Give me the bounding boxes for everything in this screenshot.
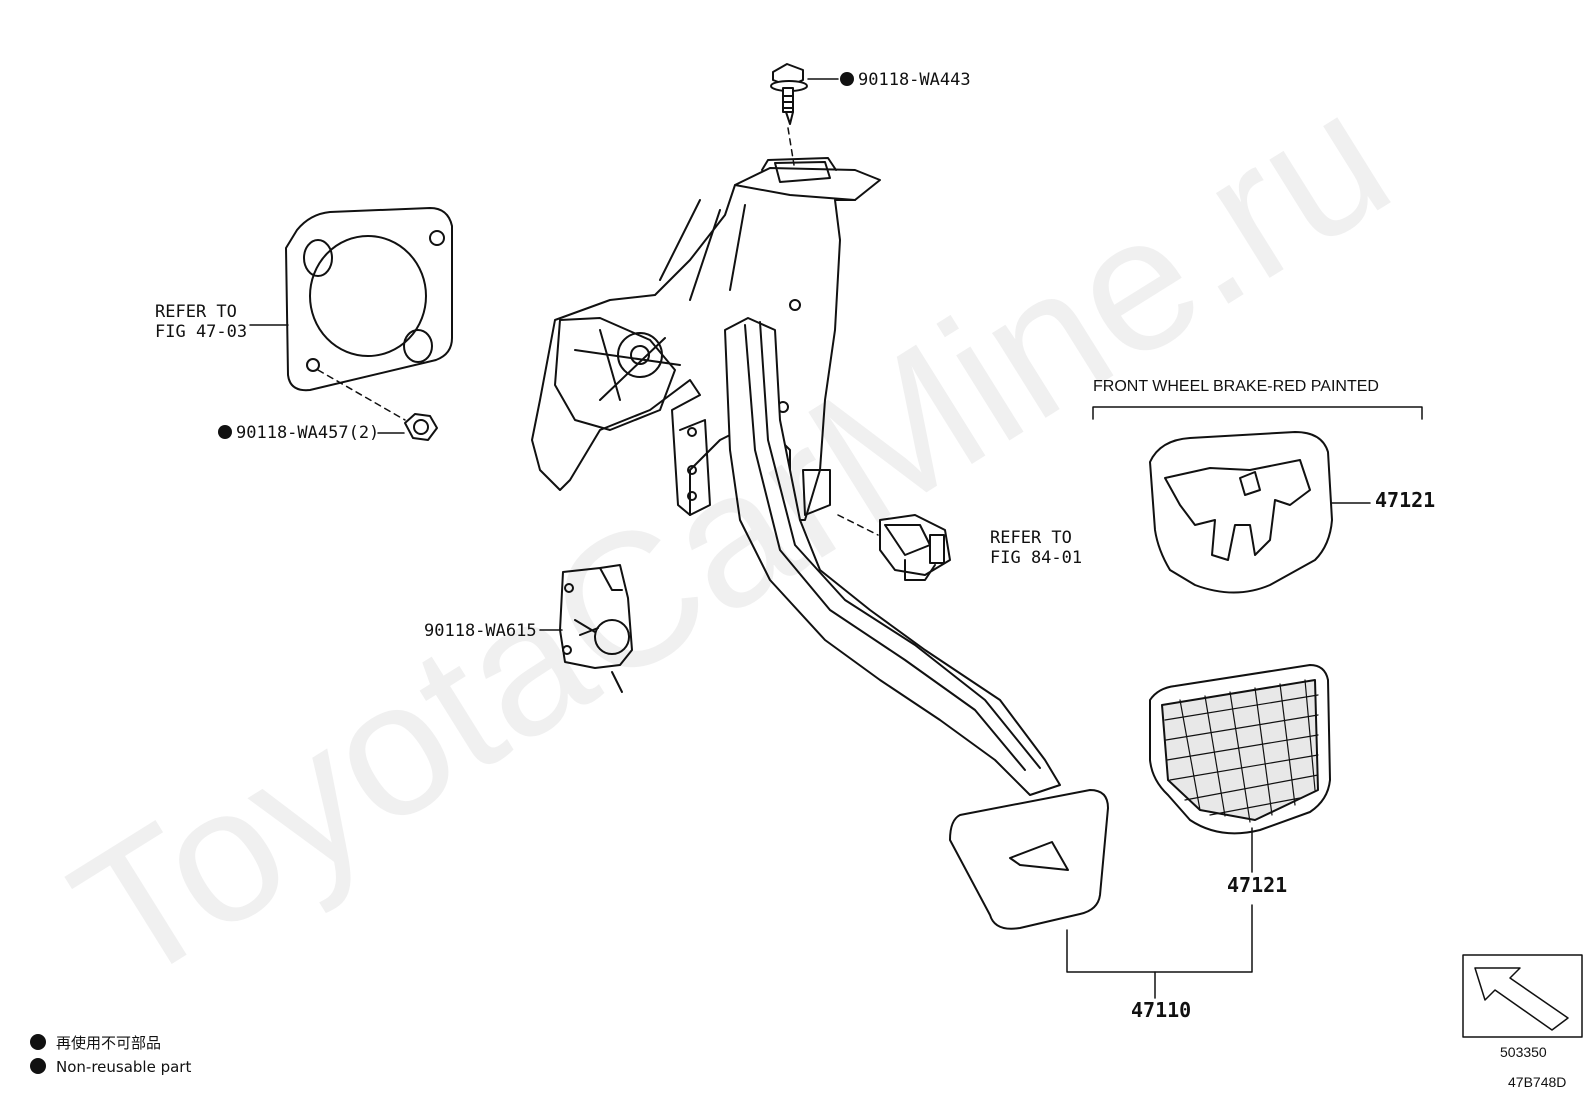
legend-en: Non-reusable part	[30, 1058, 191, 1076]
callout-pedal-assy: 47110	[1131, 998, 1192, 1022]
callout-refer-fig-47: REFER TO FIG 47-03	[155, 302, 248, 342]
pedal-bracket	[531, 157, 881, 521]
front-wheel-brake-note: FRONT WHEEL BRAKE-RED PAINTED	[1093, 378, 1379, 395]
front-arrow-icon	[1474, 967, 1569, 1031]
callout-clip-left: 90118-WA615	[424, 621, 537, 641]
non-reusable-dot-icon	[30, 1058, 46, 1074]
non-reusable-dot-icon	[840, 72, 854, 86]
non-reusable-dot-icon	[30, 1034, 46, 1050]
pad-red-painted	[1149, 431, 1333, 594]
non-reusable-dot-icon	[218, 425, 232, 439]
callout-pad-rubber: 47121	[1227, 873, 1288, 897]
legend-jp: 再使用不可部品	[30, 1032, 161, 1053]
gasket-plate	[285, 207, 453, 392]
clip-bracket	[559, 564, 633, 693]
nut-icon	[404, 413, 438, 441]
callout-refer-fig-84: REFER TO FIG 84-01	[990, 528, 1083, 568]
pedal-arm	[724, 317, 1061, 796]
figure-code: 47B748D	[1508, 1074, 1567, 1090]
stop-lamp-switch	[879, 514, 951, 581]
pedal-pad	[949, 789, 1109, 930]
callout-bolt-top: 90118-WA443	[840, 70, 971, 90]
orientation-code: 503350	[1500, 1044, 1547, 1060]
callout-nut-left: 90118-WA457(2)	[218, 423, 379, 443]
callout-pad-red: 47121	[1375, 488, 1436, 512]
bolt-top-icon	[770, 63, 808, 125]
pad-rubber	[1149, 664, 1331, 835]
